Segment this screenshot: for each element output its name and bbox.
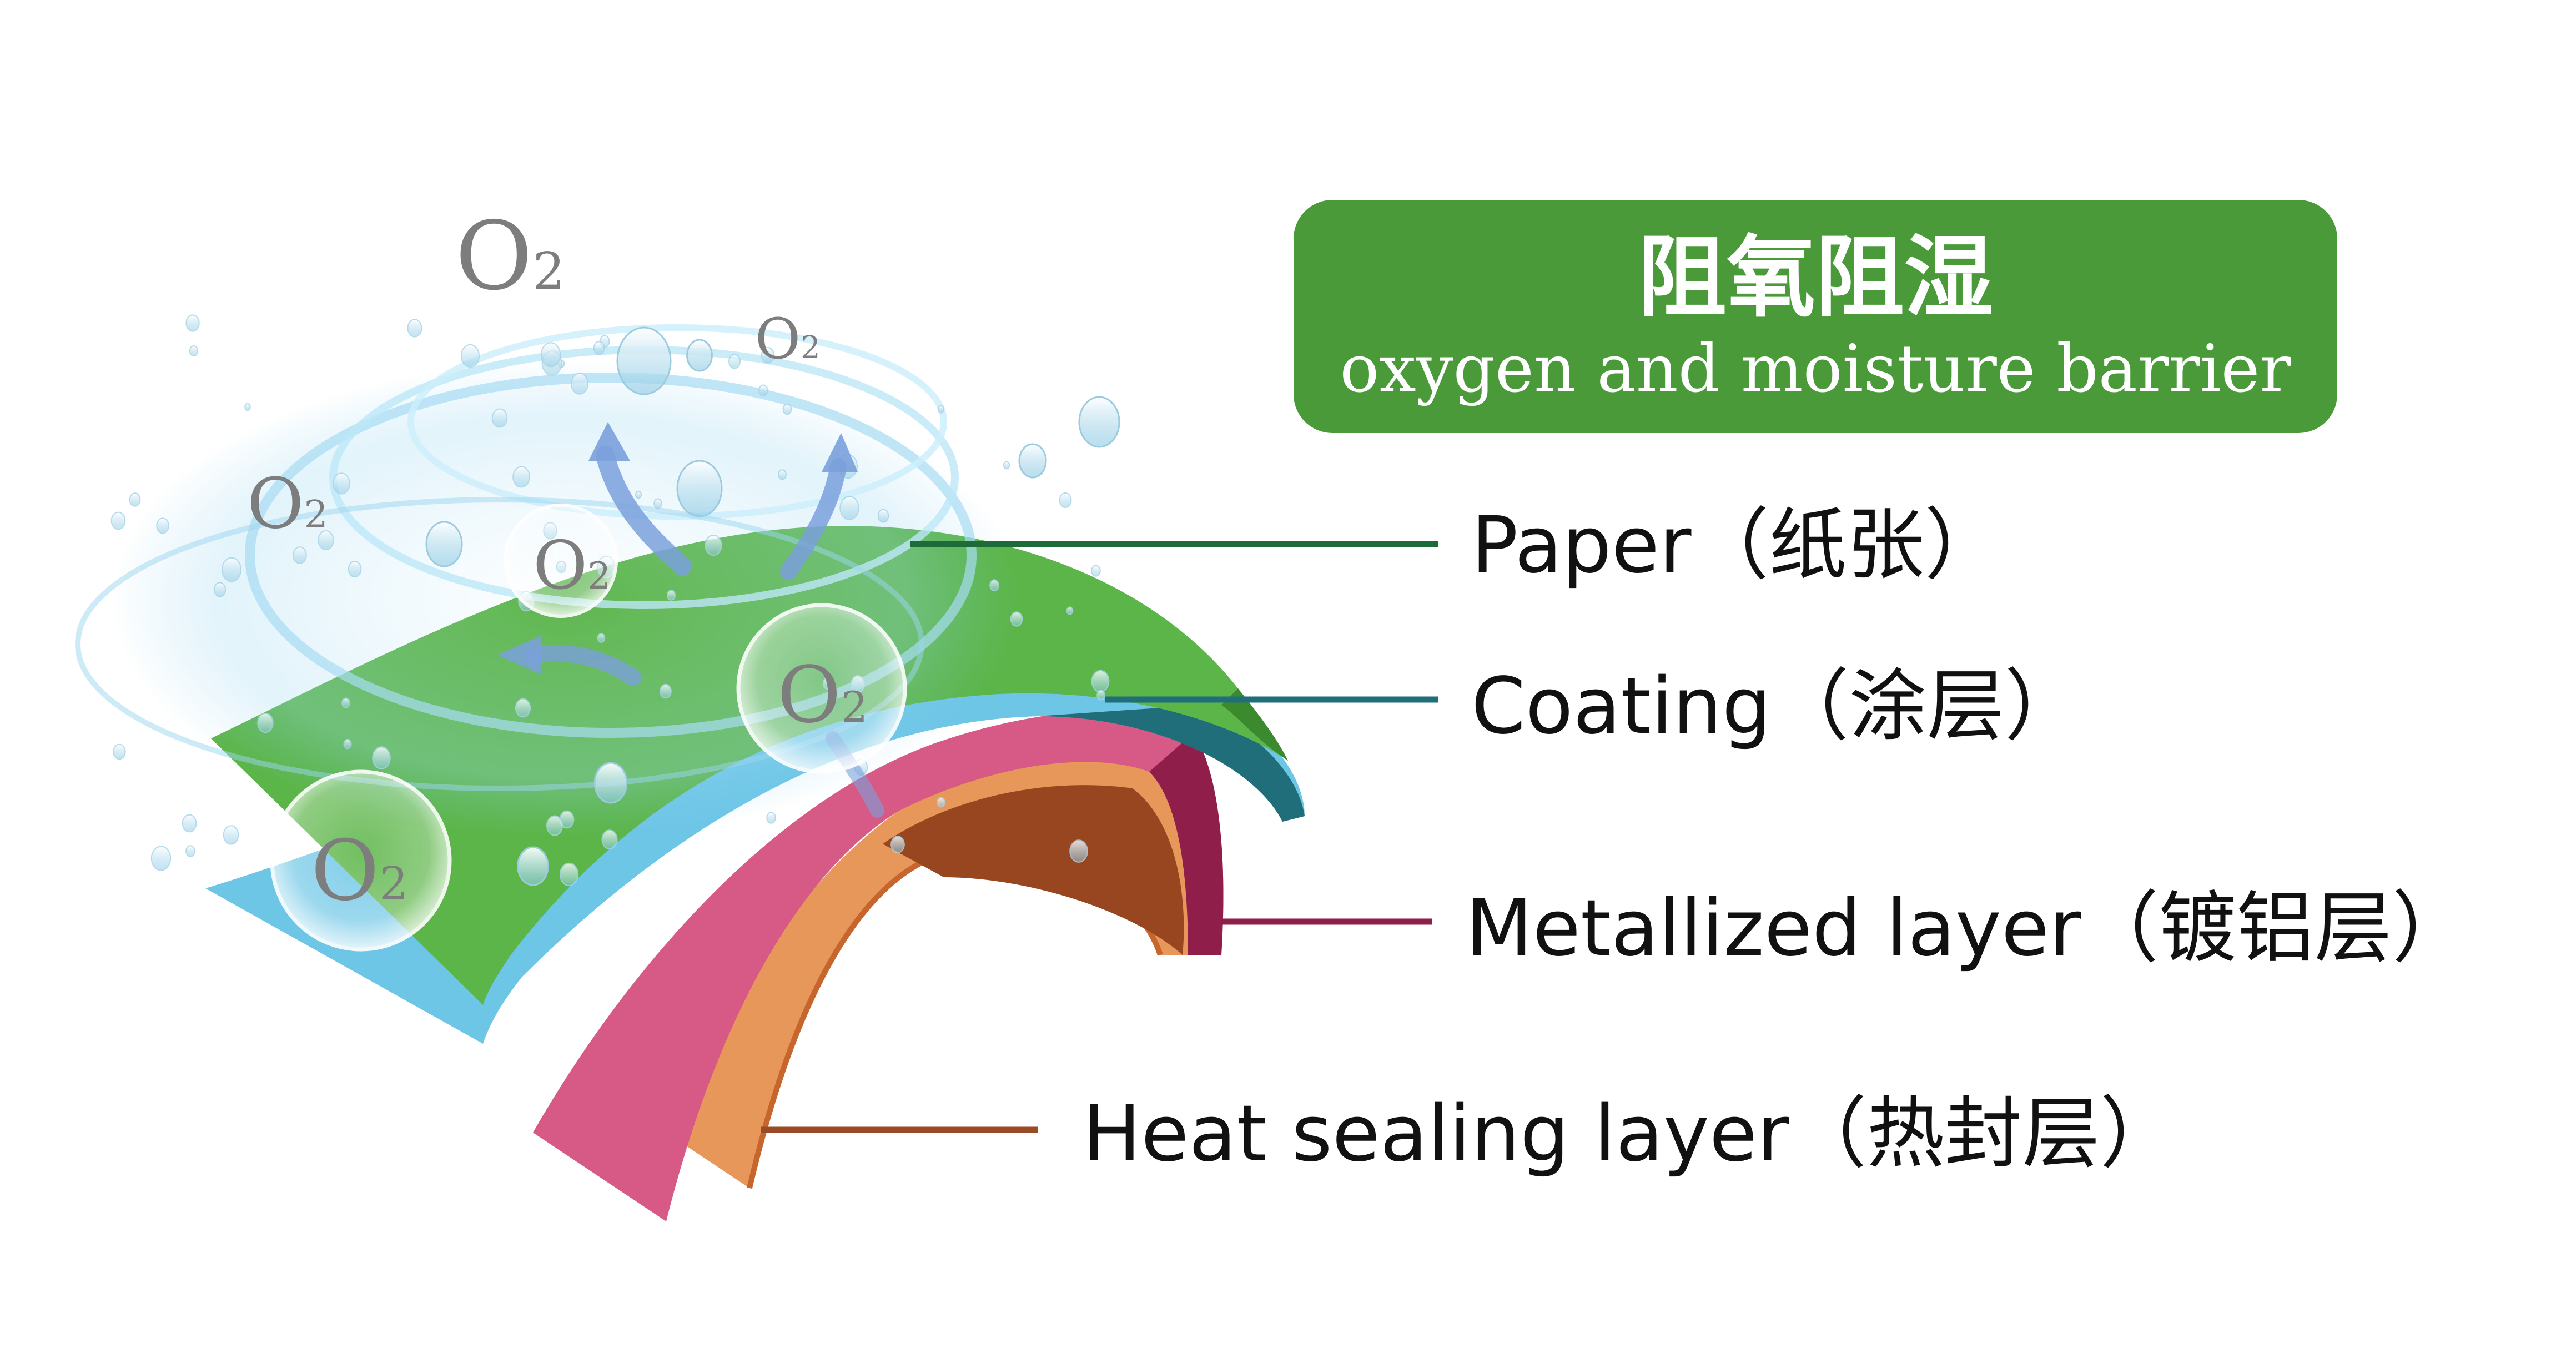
water-droplet bbox=[728, 354, 741, 369]
water-droplet bbox=[653, 498, 662, 509]
water-droplet bbox=[1010, 611, 1023, 627]
water-droplet bbox=[156, 517, 169, 534]
water-droplet bbox=[110, 511, 126, 530]
water-droplet bbox=[1091, 670, 1110, 693]
bubble-o2-label: O2 bbox=[533, 527, 611, 605]
water-droplet bbox=[666, 590, 676, 601]
water-droplet bbox=[150, 846, 172, 871]
water-droplet bbox=[635, 490, 642, 499]
heat-sealing-layer-shape bbox=[683, 739, 1188, 1189]
water-droplet bbox=[782, 403, 792, 415]
water-droplet bbox=[1066, 606, 1074, 615]
oxygen-bubble-3: O2 bbox=[270, 770, 452, 952]
water-droplet bbox=[185, 845, 195, 857]
water-droplet bbox=[766, 812, 776, 824]
water-droplet bbox=[1003, 461, 1010, 470]
water-droplet bbox=[213, 582, 227, 597]
water-droplet bbox=[890, 836, 905, 853]
water-droplet bbox=[491, 408, 508, 428]
heat-sealing-label: Heat sealing layer（热封层） bbox=[1083, 1089, 2178, 1179]
water-droplet bbox=[129, 492, 141, 507]
water-droplet bbox=[705, 534, 722, 556]
water-droplet bbox=[318, 530, 334, 550]
water-droplet bbox=[593, 341, 605, 355]
water-droplet bbox=[407, 319, 422, 338]
water-droplet bbox=[293, 546, 307, 564]
water-droplet bbox=[257, 712, 274, 733]
water-droplet bbox=[1096, 690, 1105, 701]
water-droplet bbox=[348, 560, 362, 578]
water-droplet bbox=[758, 384, 768, 396]
water-droplet bbox=[571, 373, 588, 395]
coating-label: Coating（涂层） bbox=[1471, 661, 2082, 752]
water-droplet bbox=[839, 496, 859, 520]
water-droplet bbox=[559, 862, 579, 887]
water-droplet bbox=[616, 326, 672, 395]
deflection-arrows bbox=[497, 422, 884, 818]
water-droplet bbox=[761, 347, 775, 364]
bubble-o2-label: O2 bbox=[777, 650, 868, 741]
water-droplet bbox=[597, 633, 606, 643]
oxygen-bubble-2: O2 bbox=[736, 603, 907, 774]
water-droplet bbox=[937, 405, 945, 414]
water-droplet bbox=[676, 460, 723, 517]
water-droplet bbox=[546, 815, 563, 836]
water-droplet bbox=[113, 743, 126, 760]
water-droplet bbox=[937, 797, 945, 808]
water-droplet bbox=[223, 825, 239, 845]
water-droplet bbox=[372, 746, 391, 770]
oxygen-bubble-1: O2 bbox=[504, 504, 618, 618]
water-droplet bbox=[686, 339, 713, 372]
water-droplet bbox=[460, 344, 480, 368]
metallized-label: Metallized layer（镀铝层） bbox=[1466, 883, 2470, 974]
water-droplet bbox=[540, 342, 561, 368]
water-droplet bbox=[601, 829, 618, 849]
banner-title: 阻氧阻湿 bbox=[1638, 225, 1993, 329]
water-droplet bbox=[989, 579, 999, 591]
water-droplet bbox=[877, 509, 889, 523]
water-droplet bbox=[593, 762, 628, 804]
water-droplet bbox=[1018, 443, 1047, 479]
water-droplet bbox=[512, 466, 530, 488]
water-droplet bbox=[222, 557, 242, 582]
water-droplet bbox=[1091, 565, 1101, 577]
water-droplet bbox=[1059, 492, 1072, 508]
bubble-o2-label: O2 bbox=[311, 823, 408, 919]
water-droplet bbox=[425, 521, 463, 567]
banner-subtitle: oxygen and moisture barrier bbox=[1340, 330, 2291, 407]
water-droplet bbox=[660, 683, 672, 699]
water-droplet bbox=[185, 314, 200, 332]
oxygen-label-upper-right: O2 bbox=[755, 306, 821, 371]
oxygen-label-left: O2 bbox=[247, 464, 328, 544]
oxygen-label-top: O2 bbox=[455, 202, 565, 311]
water-droplet bbox=[341, 697, 350, 708]
water-droplet bbox=[515, 698, 531, 718]
barrier-banner: 阻氧阻湿 oxygen and moisture barrier bbox=[1294, 200, 2337, 433]
paper-label: Paper（纸张） bbox=[1471, 500, 2003, 591]
water-droplet bbox=[333, 472, 350, 495]
banner-background bbox=[1294, 200, 2337, 433]
water-droplet bbox=[517, 846, 549, 886]
water-droplet bbox=[343, 738, 352, 750]
water-droplet bbox=[1069, 839, 1088, 863]
water-droplet bbox=[1078, 396, 1120, 448]
water-droplet bbox=[778, 469, 787, 480]
water-droplet bbox=[189, 345, 199, 356]
water-droplet bbox=[182, 814, 197, 833]
water-droplet bbox=[244, 403, 251, 411]
